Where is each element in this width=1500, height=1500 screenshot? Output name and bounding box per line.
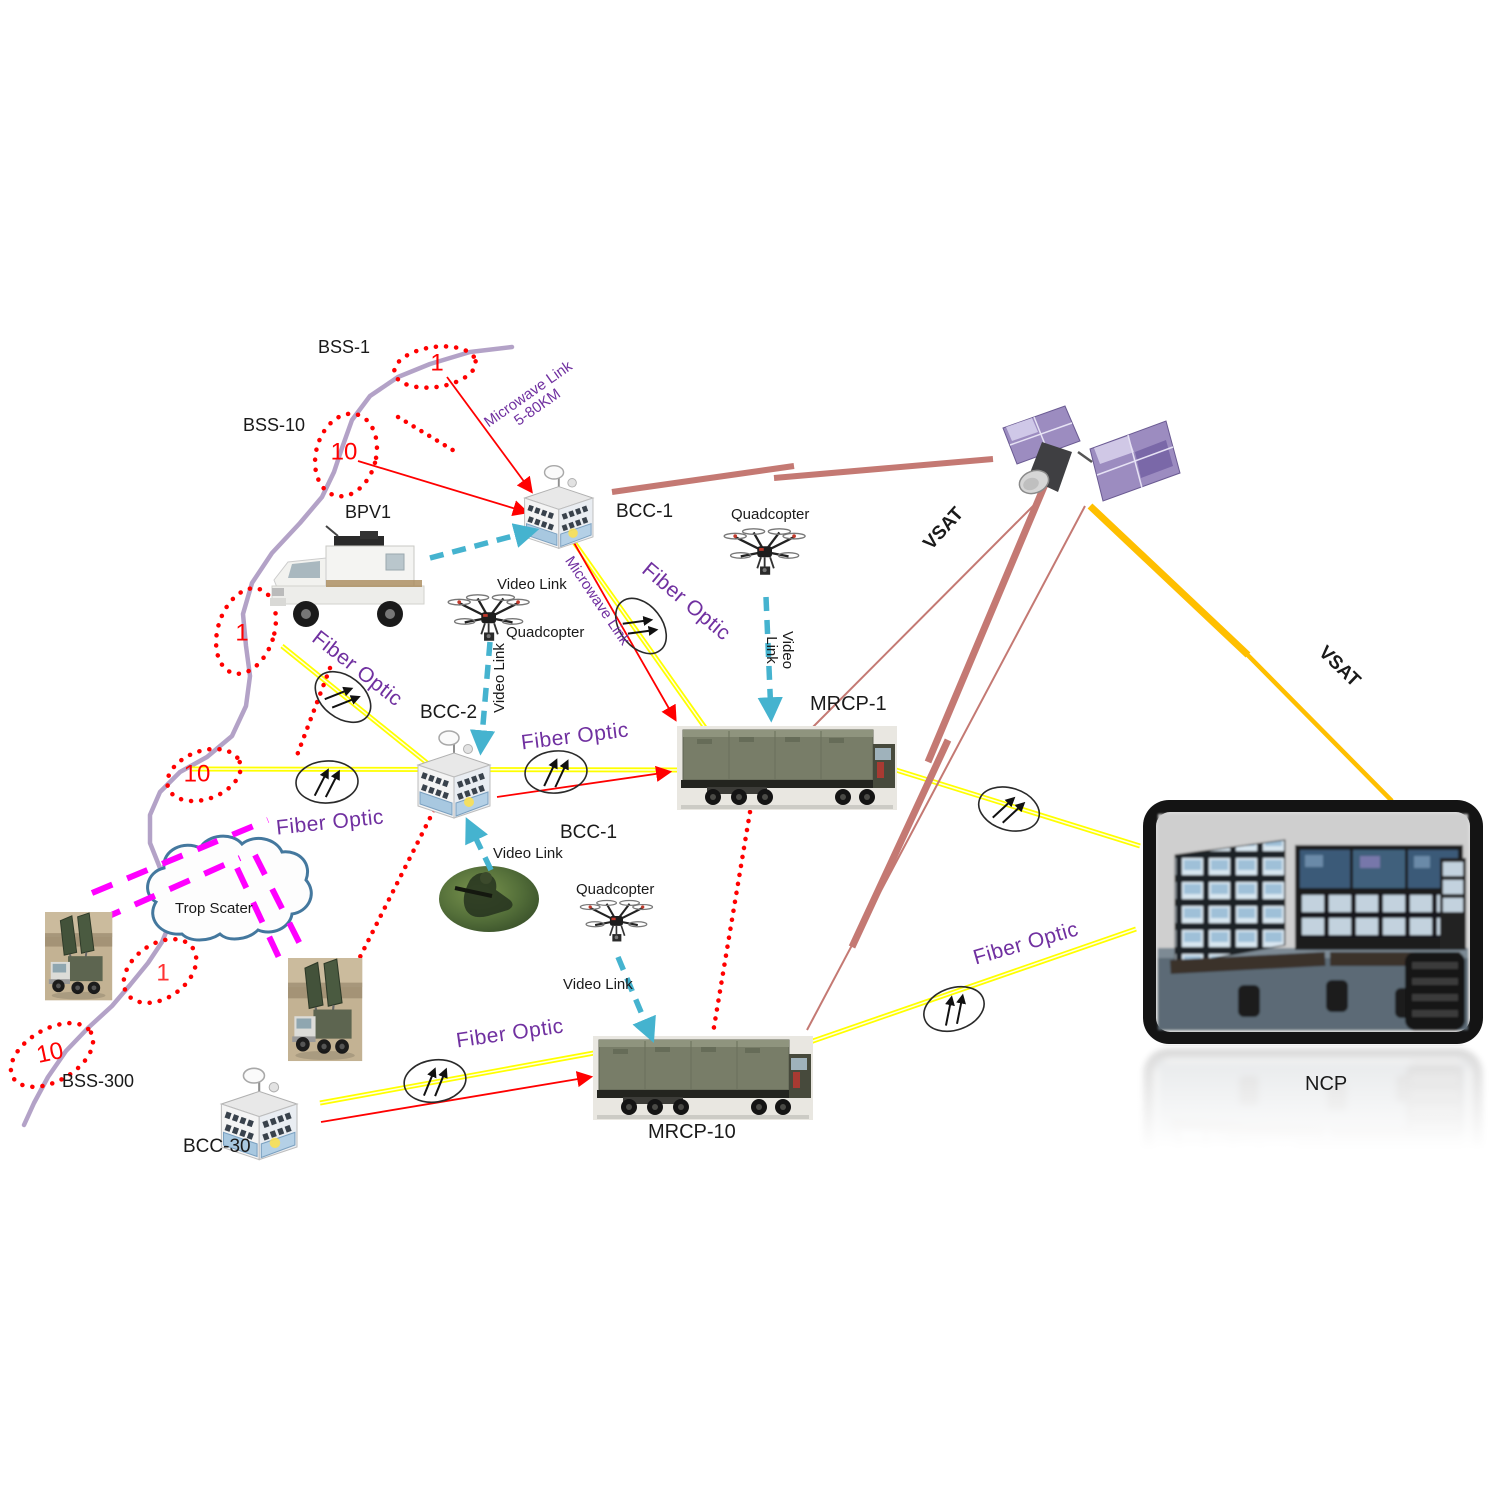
ncp-reflection (1133, 1046, 1493, 1306)
label-bss1: BSS-1 (318, 337, 371, 357)
vsat-bolt-ncp (1087, 503, 1394, 803)
label-bcc30: BCC-30 (183, 1136, 251, 1157)
count-bss1: 1 (430, 349, 444, 377)
trop-truck-right (286, 956, 364, 1063)
mrcp10-truck (592, 1035, 814, 1121)
soldier-photo (439, 866, 539, 932)
label-bss300: BSS-300 (62, 1071, 135, 1091)
count-low-10: 10 (34, 1036, 66, 1069)
trop-scatter-links (90, 817, 306, 964)
bpv1-vehicle-icon (270, 525, 425, 627)
count-mid-10: 10 (183, 760, 211, 788)
label-video-link-4: Video Link (493, 845, 563, 862)
label-bcc1-mid: BCC-1 (560, 822, 618, 843)
quadcopter-top (723, 527, 807, 576)
count-bss10: 10 (330, 438, 358, 466)
trop-truck-left (44, 911, 114, 1002)
red-dotted-links (293, 414, 753, 1036)
label-quadcopter-bottom: Quadcopter (576, 881, 655, 898)
label-video-link-3: Video Link (763, 630, 796, 670)
video-links (429, 523, 783, 1044)
label-bcc1-top: BCC-1 (616, 501, 674, 522)
label-bpv1: BPV1 (345, 502, 392, 522)
label-video-link-2: Video Link (491, 643, 509, 713)
label-video-link-1: Video Link (497, 576, 567, 593)
vsat-bolt-bcc1 (611, 456, 994, 495)
label-quadcopter-mid: Quadcopter (506, 624, 585, 641)
label-bss10: BSS-10 (243, 415, 306, 435)
label-quadcopter-top: Quadcopter (731, 506, 810, 523)
red-links (320, 376, 677, 1123)
label-mrcp1: MRCP-1 (810, 693, 887, 715)
bcc1-building (525, 466, 593, 549)
trop-scatter-cloud-icon (146, 834, 313, 942)
label-video-link-5: Video Link (563, 976, 633, 993)
mrcp1-truck (676, 725, 898, 811)
label-mrcp10: MRCP-10 (648, 1121, 736, 1143)
quadcopter-bottom (579, 899, 654, 943)
count-mid-1: 1 (235, 619, 249, 647)
bss-border-line (21, 344, 515, 1128)
label-trop-scatter: Trop Scater (175, 900, 253, 917)
ncp-control-room (1143, 800, 1483, 1044)
vsat-bolt-mrcp (848, 480, 1050, 949)
count-low-1: 1 (156, 959, 170, 987)
satellite-icon (1002, 405, 1181, 502)
label-ncp: NCP (1305, 1073, 1348, 1095)
label-bcc2: BCC-2 (420, 702, 478, 723)
vsat-thin-links (799, 496, 1086, 1031)
bss-count-ellipses (8, 344, 478, 1090)
